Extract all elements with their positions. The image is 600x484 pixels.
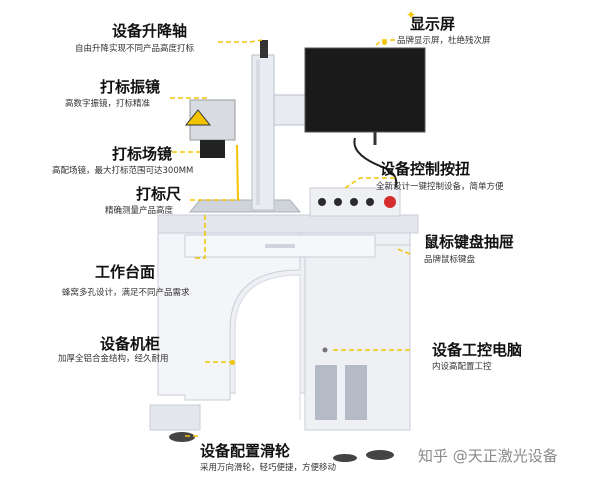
lift-column: [251, 54, 275, 211]
callout-control-buttons-title: 设备控制按扭: [380, 160, 471, 178]
caster-wheels: [169, 432, 394, 462]
callout-keyboard-drawer-title: 鼠标键盘抽屉: [424, 233, 515, 251]
field-lens: [200, 140, 225, 158]
vent-grille: [315, 365, 367, 420]
callout-lift-axis-title: 设备升降轴: [112, 22, 188, 40]
cabinet-arch: [234, 274, 301, 420]
laser-warning-icon: [184, 109, 212, 126]
cabinet-left-leg: [157, 232, 301, 401]
sparkle-icon: ✦: [406, 8, 417, 22]
callout-cabinet-desc: 加厚全铝合金结构，经久耐用: [58, 354, 169, 364]
callout-control-buttons-desc: 全新设计一键控制设备，简单方便: [376, 182, 504, 192]
callout-dot: [382, 40, 387, 45]
callout-casters-title: 设备配置滑轮: [200, 442, 291, 460]
callout-ipc-title: 设备工控电脑: [432, 341, 523, 359]
callout-field-lens-desc: 高配场镜，最大打标范围可达300MM: [52, 166, 194, 176]
watermark: 知乎 @天正激光设备: [418, 447, 558, 465]
callout-field-lens-title: 打标场镜: [112, 145, 173, 163]
callout-ipc-desc: 内设高配置工控: [432, 362, 492, 372]
callout-worktable-title: 工作台面: [95, 263, 156, 281]
control-button-row: [318, 196, 396, 208]
cabinet-lock: [322, 347, 328, 353]
callout-dot: [230, 360, 235, 365]
callout-scan-mirror-desc: 高数字振镜，打标精准: [65, 99, 151, 109]
monitor-screen: [304, 47, 426, 133]
callout-lift-axis: 设备升降轴: [112, 22, 187, 40]
honeycomb-plate: [188, 199, 302, 213]
callout-ruler-desc: 精确测量产品高度: [105, 206, 174, 216]
callout-display-desc: 品牌显示屏，杜绝残次屏: [397, 36, 491, 46]
callout-keyboard-drawer-desc: 品牌鼠标键盘: [424, 255, 476, 265]
callout-display-title: 显示屏: [410, 15, 456, 33]
callout-casters-desc: 采用万向滑轮，轻巧便捷，方便移动: [200, 463, 337, 473]
callout-ruler-title: 打标尺: [136, 185, 182, 203]
callout-worktable-desc: 蜂窝多孔设计，满足不同产品需求: [62, 288, 190, 298]
table-top: [157, 214, 419, 234]
callout-lift-axis-desc: 自由升降实现不同产品高度打标: [75, 44, 195, 54]
callout-scan-mirror-title: 打标振镜: [100, 78, 161, 96]
lift-handle: [260, 40, 268, 58]
drawer-handle: [265, 244, 295, 248]
callout-cabinet-title: 设备机柜: [100, 335, 161, 353]
monitor-arm: [273, 94, 307, 126]
